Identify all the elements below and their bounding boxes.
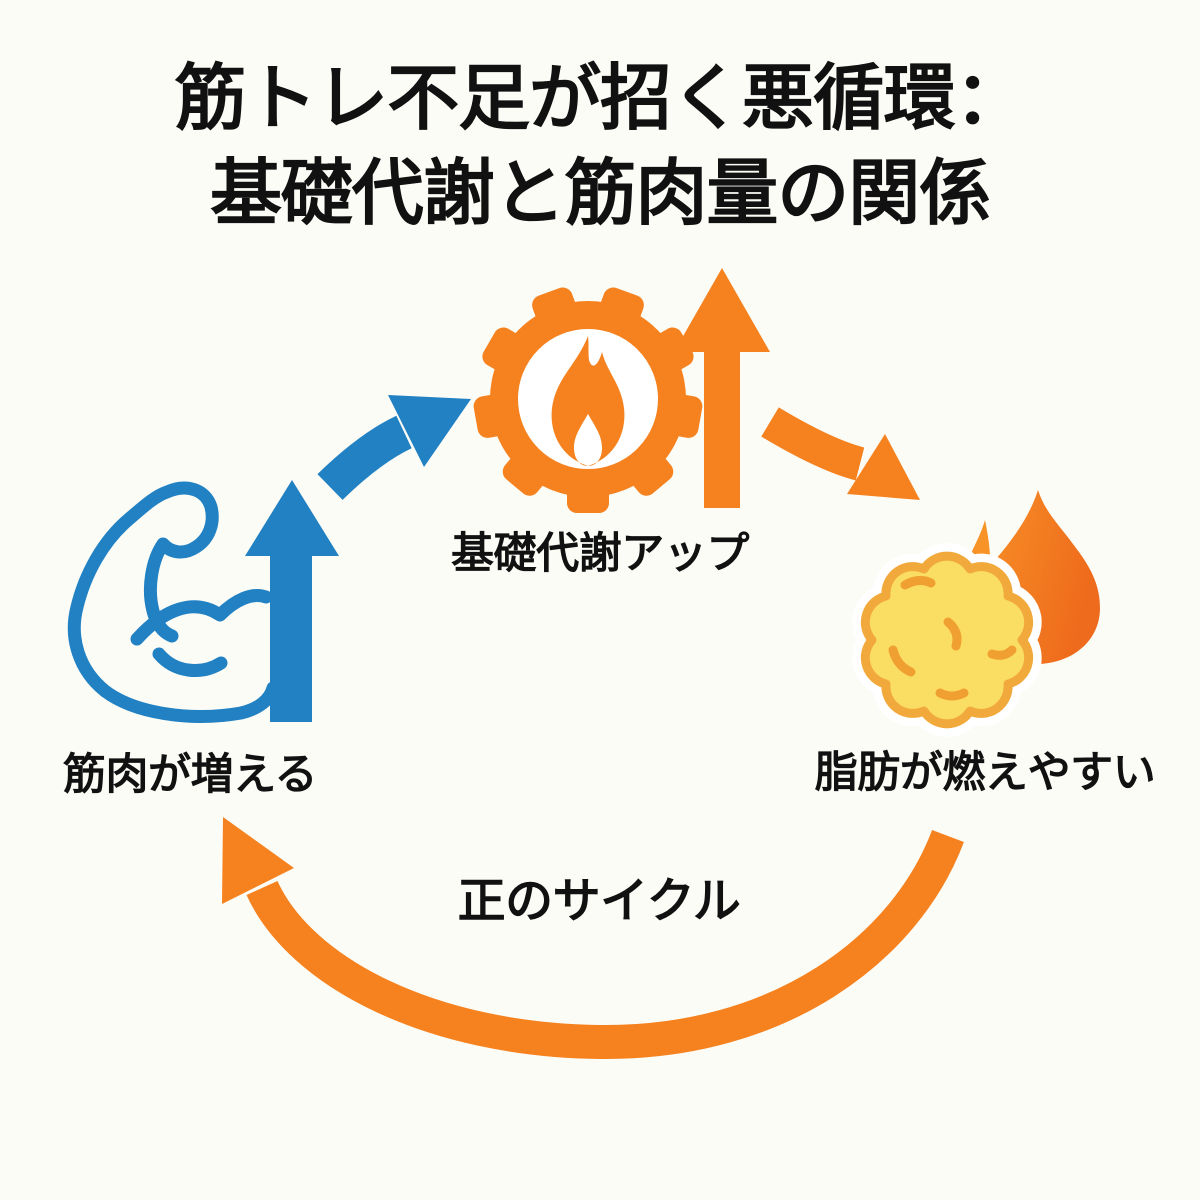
metabolism-node-label: 基礎代謝アップ xyxy=(451,530,749,578)
muscle-up-arrow xyxy=(245,480,339,722)
fat-blob-texture xyxy=(888,575,1017,701)
title-line-2: 基礎代謝と筋肉量の関係 xyxy=(209,154,991,235)
fat-blob xyxy=(860,551,1034,729)
metabolism-to-fat-arrow xyxy=(761,407,920,500)
cycle-arrow xyxy=(222,817,964,1060)
biceps-smile-line xyxy=(152,647,228,677)
page-title: 筋トレ不足が招く悪循環： 基礎代謝と筋肉量の関係 xyxy=(0,52,1200,242)
cycle-arrowhead xyxy=(222,817,294,904)
flexed-biceps-icon xyxy=(67,481,280,723)
fat-node-label: 脂肪が燃えやすい xyxy=(814,749,1156,797)
fat-burning-flame-icon xyxy=(852,490,1100,737)
gear-flame-icon xyxy=(473,287,703,513)
metabolism-flame-icon xyxy=(551,336,625,466)
muscle-node-label: 筋肉が増える xyxy=(62,751,318,799)
muscle-to-metabolism-arrow xyxy=(317,395,471,500)
cycle-label: 正のサイクル xyxy=(457,875,741,928)
metabolism-up-arrow xyxy=(674,268,770,508)
title-line-1: 筋トレ不足が招く悪循環： xyxy=(174,59,1026,139)
biceps-contour-line xyxy=(130,589,273,646)
